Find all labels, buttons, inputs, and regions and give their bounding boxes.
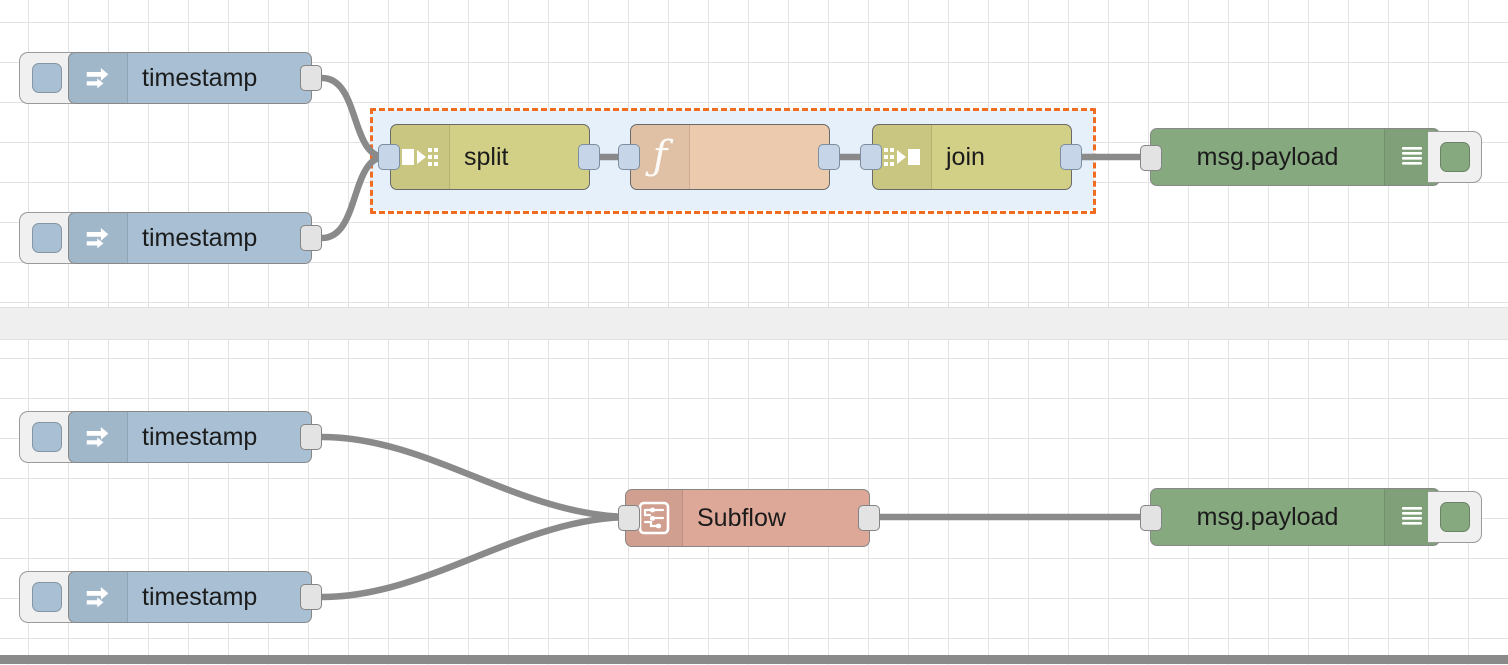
debug-toggle-button-2[interactable]	[1428, 491, 1482, 543]
node-label-join: join	[946, 144, 985, 170]
output-port-inject-1[interactable]	[300, 65, 322, 91]
node-split[interactable]: split	[390, 124, 590, 190]
node-label-inject-3: timestamp	[142, 424, 258, 450]
node-join[interactable]: join	[872, 124, 1072, 190]
inject-button-chip-icon	[31, 422, 62, 452]
inject-button-chip-icon	[31, 63, 62, 93]
node-label-inject-2: timestamp	[142, 225, 258, 251]
function-f-icon: ƒ	[631, 125, 690, 189]
output-port-split[interactable]	[578, 144, 600, 170]
input-port-function[interactable]	[618, 144, 640, 170]
input-port-split[interactable]	[378, 144, 400, 170]
node-label-inject-4: timestamp	[142, 584, 258, 610]
output-port-inject-2[interactable]	[300, 225, 322, 251]
function-f-glyph: ƒ	[652, 132, 668, 179]
inject-button-2[interactable]	[19, 212, 73, 264]
debug-toggle-chip-icon	[1439, 142, 1470, 172]
node-inject-1[interactable]: timestamp	[68, 52, 312, 104]
arrow-right-inject-icon	[69, 412, 128, 462]
node-label-debug-1: msg.payload	[1196, 144, 1339, 170]
inject-button-chip-icon	[31, 582, 62, 612]
node-label-subflow: Subflow	[697, 505, 786, 531]
join-icon	[873, 125, 932, 189]
node-inject-2[interactable]: timestamp	[68, 212, 312, 264]
flow-separator	[0, 307, 1508, 340]
node-inject-3[interactable]: timestamp	[68, 411, 312, 463]
arrow-right-inject-icon	[69, 572, 128, 622]
node-inject-4[interactable]: timestamp	[68, 571, 312, 623]
node-debug-1[interactable]: msg.payload	[1150, 128, 1440, 186]
inject-button-3[interactable]	[19, 411, 73, 463]
output-port-subflow[interactable]	[858, 505, 880, 531]
node-function[interactable]: ƒ	[630, 124, 830, 190]
input-port-debug-1[interactable]	[1140, 145, 1162, 171]
inject-button-1[interactable]	[19, 52, 73, 104]
subflow-icon	[626, 490, 683, 546]
node-label-debug-2: msg.payload	[1196, 504, 1339, 530]
debug-toggle-chip-icon	[1439, 502, 1470, 532]
arrow-right-inject-icon	[69, 53, 128, 103]
input-port-join[interactable]	[860, 144, 882, 170]
input-port-subflow[interactable]	[618, 505, 640, 531]
node-label-split: split	[464, 144, 509, 170]
node-label-inject-1: timestamp	[142, 65, 258, 91]
node-subflow[interactable]: Subflow	[625, 489, 870, 547]
split-icon	[391, 125, 450, 189]
inject-button-chip-icon	[31, 223, 62, 253]
debug-toggle-button-1[interactable]	[1428, 131, 1482, 183]
canvas-bottom-rule	[0, 655, 1508, 664]
node-debug-2[interactable]: msg.payload	[1150, 488, 1440, 546]
output-port-inject-3[interactable]	[300, 424, 322, 450]
output-port-join[interactable]	[1060, 144, 1082, 170]
input-port-debug-2[interactable]	[1140, 505, 1162, 531]
arrow-right-inject-icon	[69, 213, 128, 263]
output-port-inject-4[interactable]	[300, 584, 322, 610]
output-port-function[interactable]	[818, 144, 840, 170]
inject-button-4[interactable]	[19, 571, 73, 623]
